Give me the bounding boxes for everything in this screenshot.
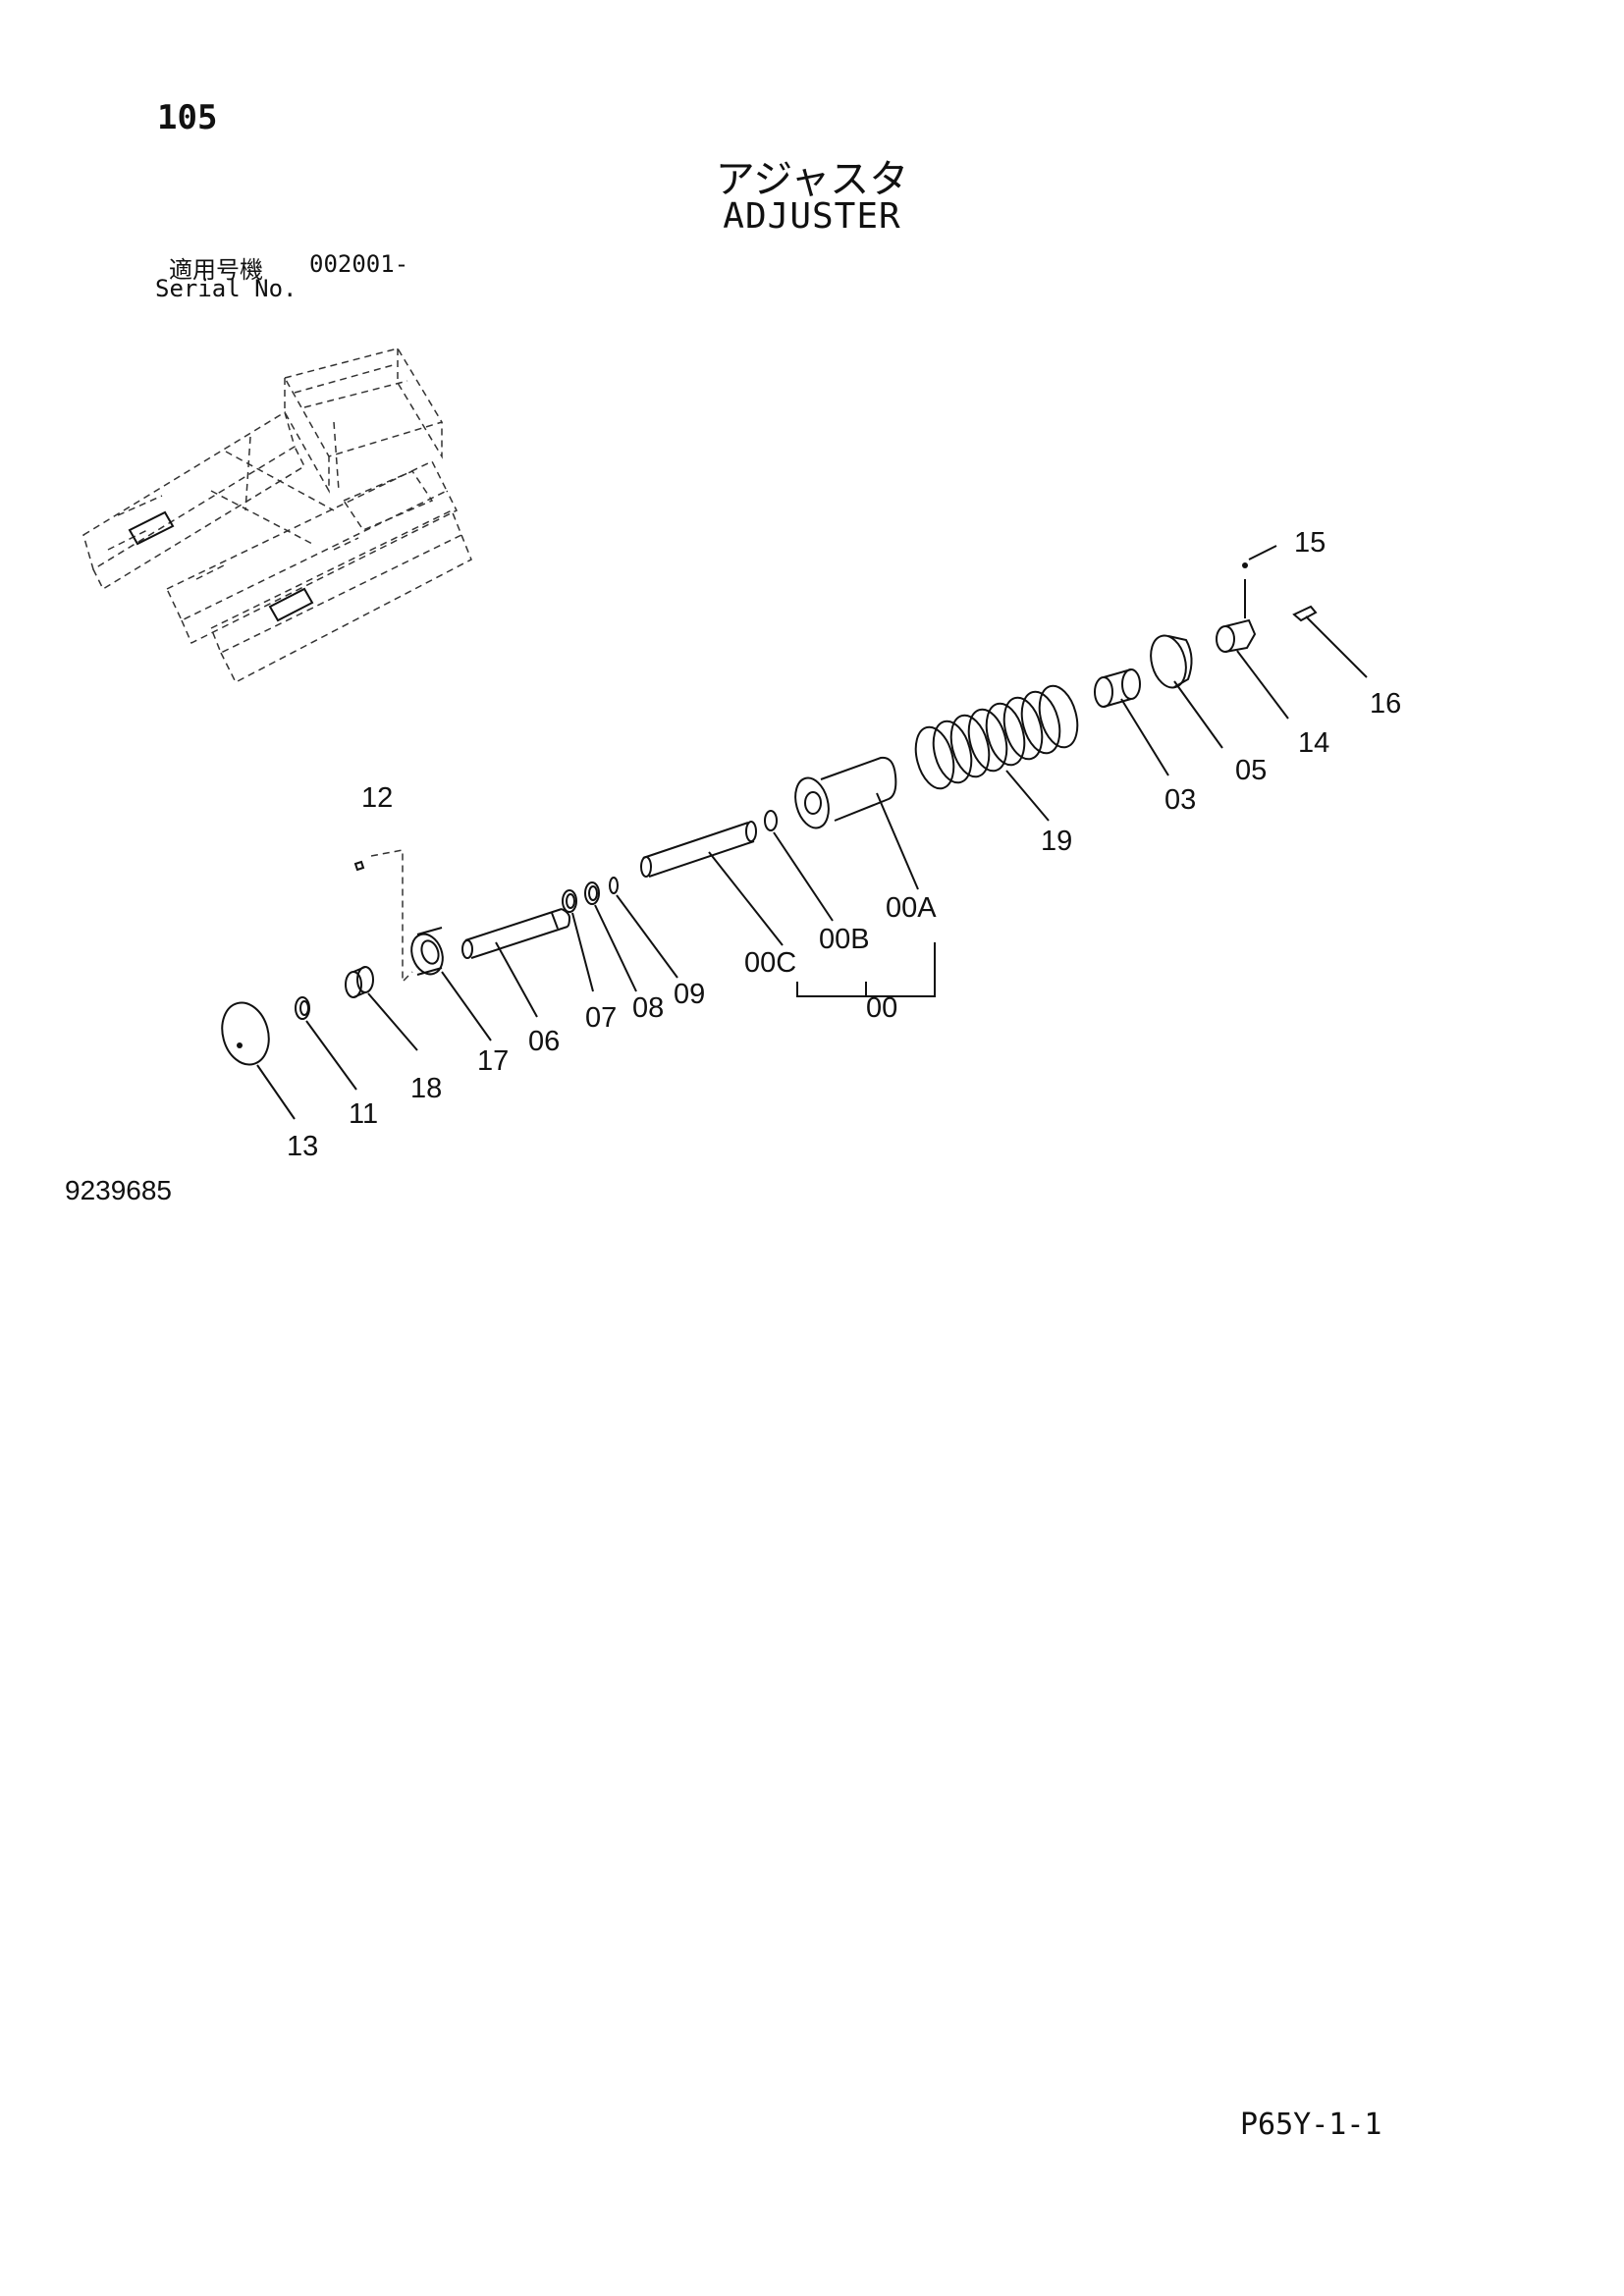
callout-08: 08 (632, 992, 664, 1024)
part-14-nut (1216, 618, 1257, 653)
serial-label-japanese: 適用号機 (169, 256, 263, 284)
callout-16: 16 (1370, 688, 1401, 720)
part-00B-o-ring (764, 810, 778, 831)
part-05-bracket (1150, 634, 1193, 689)
locator-thumbnail-undercarriage (82, 347, 472, 684)
callout-06: 06 (528, 1026, 560, 1057)
callout-13: 13 (287, 1131, 318, 1162)
callout-03: 03 (1164, 784, 1196, 816)
callout-12: 12 (361, 782, 393, 814)
title-japanese: アジャスタ (715, 157, 909, 202)
part-11-snap-ring (295, 996, 310, 1020)
callout-00A: 00A (886, 892, 937, 924)
part-03-spacer (1094, 668, 1141, 708)
serial-label-english: Serial No. (155, 275, 298, 302)
callout-15: 15 (1294, 527, 1326, 559)
callout-17: 17 (477, 1045, 509, 1077)
title-english: ADJUSTER (723, 196, 901, 237)
part-08-ring (584, 881, 600, 905)
part-12-grease-fitting (353, 849, 413, 984)
part-00A-cylinder (794, 756, 897, 829)
part-06-rod (461, 908, 571, 959)
callout-11: 11 (349, 1098, 378, 1130)
part-17-flange (410, 927, 444, 976)
callout-19: 19 (1041, 826, 1072, 857)
callout-00B: 00B (819, 924, 870, 955)
callout-09: 09 (674, 979, 705, 1010)
callout-05: 05 (1235, 755, 1267, 786)
drawing-number: 9239685 (65, 1175, 173, 1205)
part-15-pin (1242, 562, 1248, 618)
part-13-cover (221, 1001, 270, 1066)
leader-lines (256, 545, 1368, 1120)
callout-18: 18 (410, 1073, 442, 1104)
callout-07: 07 (585, 1002, 617, 1034)
part-callouts: 12 13 11 18 17 06 07 08 09 00C 00B 00A 0… (287, 527, 1401, 1162)
part-09-o-ring (609, 877, 619, 894)
part-19-recoil-spring (914, 684, 1079, 790)
callout-00C: 00C (744, 947, 796, 979)
callout-14: 14 (1298, 727, 1329, 759)
serial-range: 002001- (309, 250, 409, 278)
part-07-seal (562, 889, 577, 913)
callout-00: 00 (866, 992, 897, 1024)
part-18-bushing (345, 966, 374, 998)
page-code: P65Y-1-1 (1240, 2108, 1382, 2142)
part-16-fitting (1292, 605, 1318, 622)
part-00C-piston (640, 821, 757, 878)
page-number: 105 (157, 98, 218, 137)
